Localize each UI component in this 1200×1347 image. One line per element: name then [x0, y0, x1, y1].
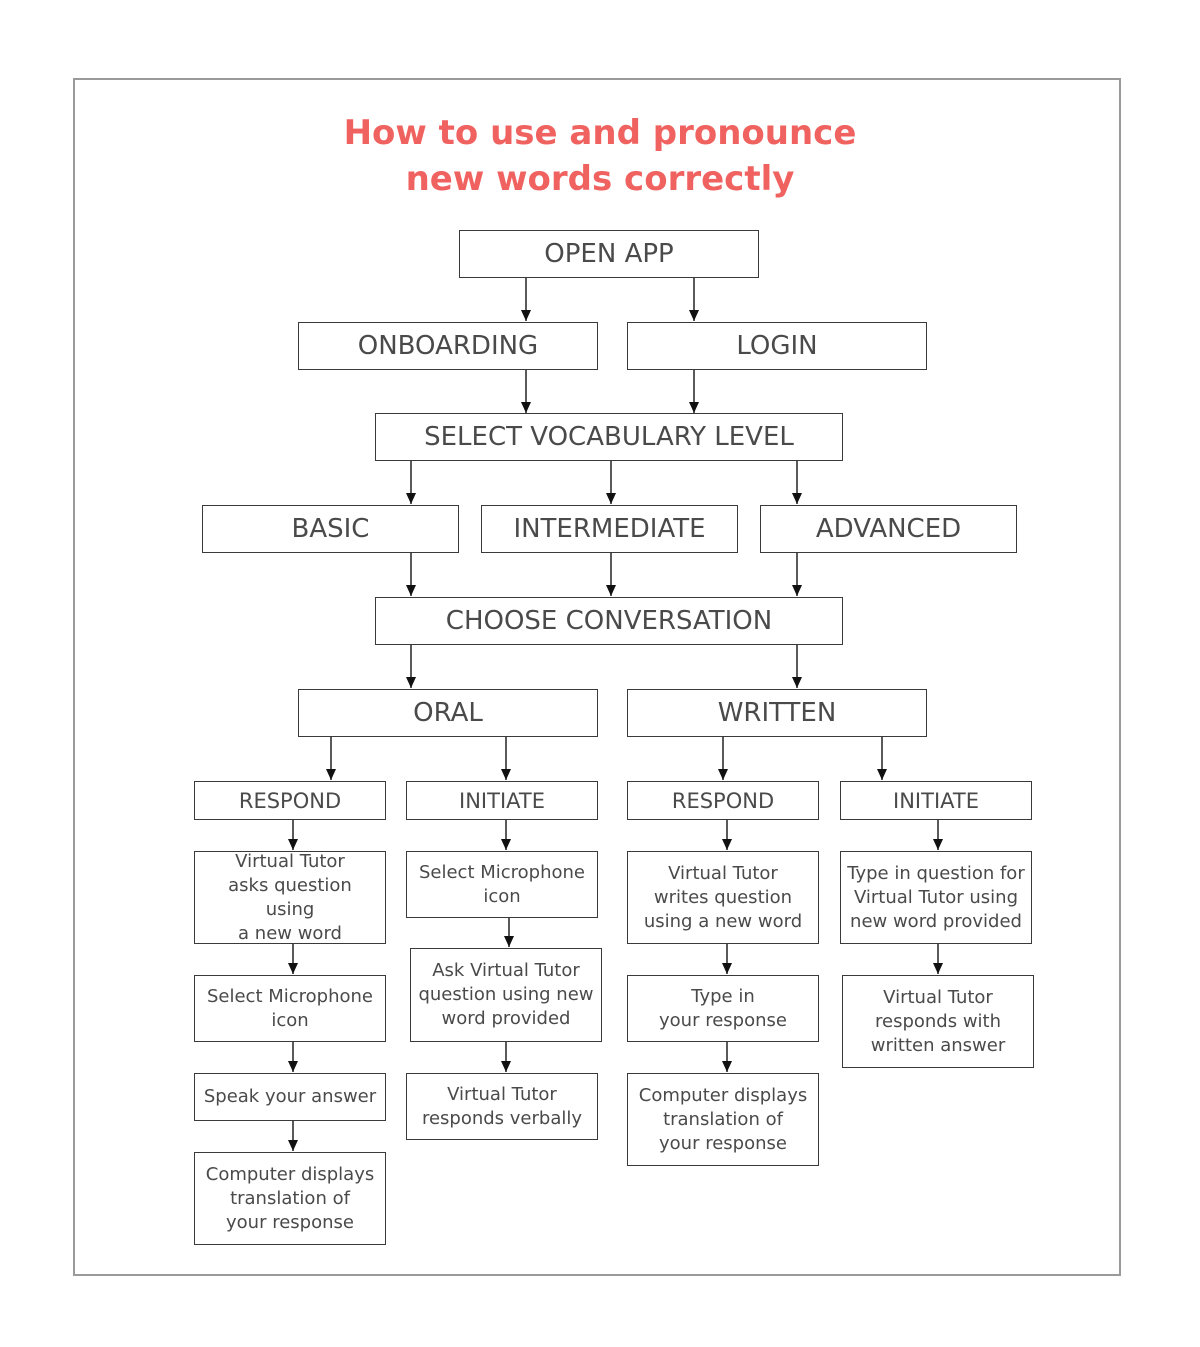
- node-oral-respond: RESPOND: [194, 781, 386, 820]
- node-open-app: OPEN APP: [459, 230, 759, 278]
- node-oral-initiate: INITIATE: [406, 781, 598, 820]
- node-written-initiate: INITIATE: [840, 781, 1032, 820]
- node-advanced: ADVANCED: [760, 505, 1017, 553]
- diagram-title: How to use and pronounce new words corre…: [0, 110, 1200, 202]
- node-oral-initiate-step-2: Ask Virtual Tutor question using new wor…: [410, 948, 602, 1042]
- title-line-1: How to use and pronounce: [343, 113, 857, 153]
- node-oral-respond-step-2: Select Microphone icon: [194, 975, 386, 1042]
- node-choose-conversation: CHOOSE CONVERSATION: [375, 597, 843, 645]
- node-basic: BASIC: [202, 505, 459, 553]
- node-written-respond-step-3: Computer displays translation of your re…: [627, 1073, 819, 1166]
- node-oral-respond-step-1: Virtual Tutor asks question using a new …: [194, 851, 386, 944]
- node-intermediate: INTERMEDIATE: [481, 505, 738, 553]
- node-written-respond: RESPOND: [627, 781, 819, 820]
- title-line-2: new words correctly: [405, 159, 795, 199]
- node-written-initiate-step-1: Type in question for Virtual Tutor using…: [840, 851, 1032, 944]
- node-written: WRITTEN: [627, 689, 927, 737]
- node-onboarding: ONBOARDING: [298, 322, 598, 370]
- node-oral-respond-step-4: Computer displays translation of your re…: [194, 1152, 386, 1245]
- node-written-initiate-step-2: Virtual Tutor responds with written answ…: [842, 975, 1034, 1068]
- node-oral-respond-step-3: Speak your answer: [194, 1073, 386, 1121]
- node-written-respond-step-1: Virtual Tutor writes question using a ne…: [627, 851, 819, 944]
- node-written-respond-step-2: Type in your response: [627, 975, 819, 1042]
- node-oral-initiate-step-1: Select Microphone icon: [406, 851, 598, 918]
- node-select-vocabulary-level: SELECT VOCABULARY LEVEL: [375, 413, 843, 461]
- node-oral: ORAL: [298, 689, 598, 737]
- node-login: LOGIN: [627, 322, 927, 370]
- node-oral-initiate-step-3: Virtual Tutor responds verbally: [406, 1073, 598, 1140]
